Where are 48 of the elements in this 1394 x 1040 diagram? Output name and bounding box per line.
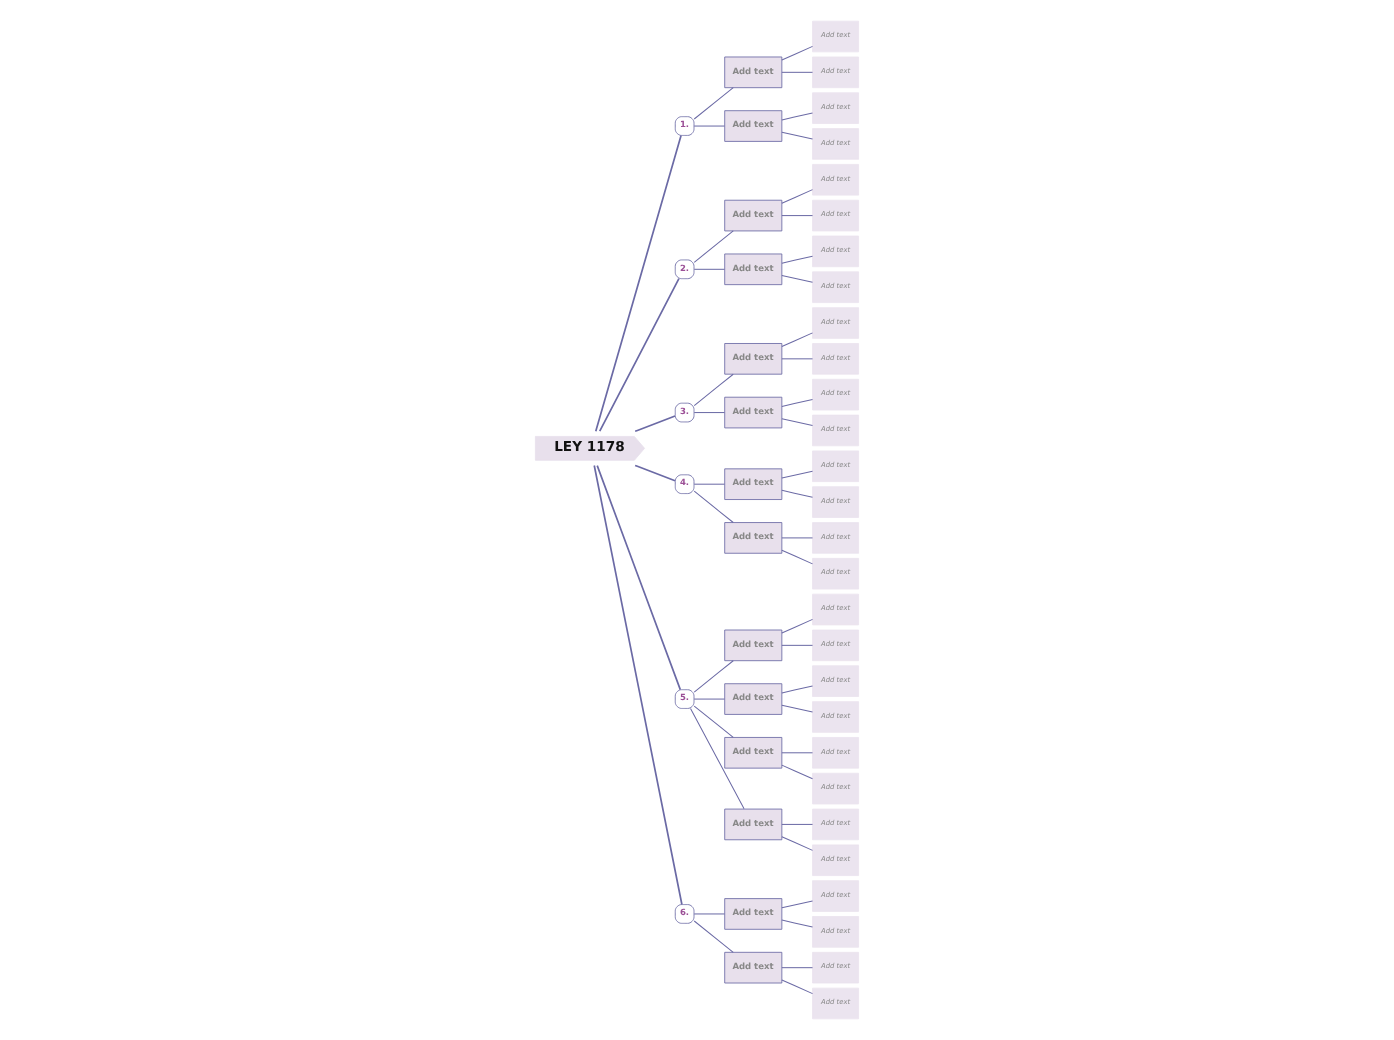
connector <box>781 358 814 360</box>
connector <box>690 708 745 810</box>
connector <box>693 125 726 127</box>
connector <box>781 45 814 61</box>
connector <box>781 644 814 646</box>
connector <box>693 660 734 693</box>
connector <box>693 230 734 263</box>
connector <box>781 967 814 969</box>
connector <box>781 399 814 407</box>
connector <box>634 415 676 433</box>
connector <box>781 919 814 928</box>
connector <box>781 131 814 140</box>
connector <box>598 277 680 433</box>
connector <box>781 71 814 73</box>
connector <box>781 618 814 634</box>
connector <box>693 87 734 120</box>
connector <box>693 920 734 953</box>
connector <box>781 274 814 283</box>
connector <box>593 464 683 906</box>
connector <box>693 373 734 407</box>
connector <box>693 412 726 414</box>
connector <box>781 764 814 780</box>
connector <box>781 752 814 754</box>
connector <box>596 464 682 691</box>
connector <box>781 836 814 851</box>
connector <box>693 705 734 738</box>
connector <box>781 900 814 909</box>
connector <box>781 332 814 348</box>
connector <box>693 490 734 524</box>
connector <box>693 913 726 915</box>
connector <box>693 483 726 485</box>
connector <box>781 979 814 995</box>
connector <box>781 255 814 264</box>
connector <box>781 489 814 498</box>
connector <box>634 464 676 482</box>
connector <box>781 537 814 539</box>
connector <box>781 685 814 694</box>
connector <box>781 704 814 713</box>
connector <box>781 549 814 565</box>
connector <box>781 418 814 427</box>
connector <box>693 698 726 700</box>
connector <box>781 470 814 479</box>
connector <box>693 268 726 270</box>
connector <box>781 189 814 204</box>
connector <box>781 215 814 217</box>
connector <box>594 134 682 433</box>
connector <box>781 823 814 825</box>
connector <box>781 112 814 121</box>
